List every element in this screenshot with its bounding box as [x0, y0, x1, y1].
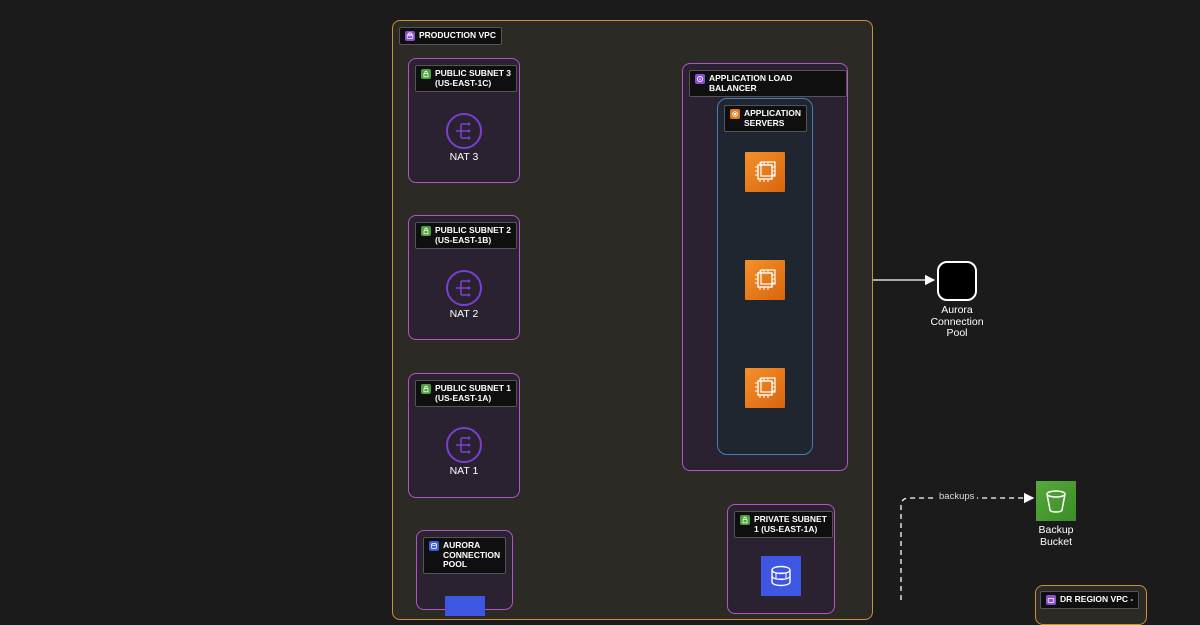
aurora-pool-db-icon[interactable] [445, 596, 485, 616]
nat-3-label: NAT 3 [449, 151, 479, 163]
vpc-icon [1046, 595, 1056, 605]
dr-region-vpc-label: DR REGION VPC - [1060, 594, 1134, 604]
public-subnet-1-tag: PUBLIC SUBNET 1 (US-EAST-1A) [415, 380, 518, 407]
aurora-pool-tag: AURORA CONNECTION POOL [423, 537, 507, 574]
public-subnet-2-group[interactable]: PUBLIC SUBNET 2 (US-EAST-1B) [408, 215, 520, 340]
lock-icon [421, 69, 431, 79]
vpc-icon [405, 31, 415, 41]
lock-icon [421, 384, 431, 394]
s3-bucket-icon[interactable] [1036, 481, 1076, 521]
nat-gateway-icon[interactable] [445, 112, 483, 150]
nat-2-label: NAT 2 [449, 308, 479, 320]
ec2-instance-icon[interactable] [745, 260, 785, 300]
dr-region-vpc-group[interactable]: DR REGION VPC - [1035, 585, 1147, 625]
private-subnet-1-tag: PRIVATE SUBNET 1 (US-EAST-1A) [734, 511, 833, 538]
public-subnet-3-group[interactable]: PUBLIC SUBNET 3 (US-EAST-1C) [408, 58, 520, 183]
edge-backups [900, 492, 1035, 600]
lock-icon [421, 226, 431, 236]
load-balancer-icon [695, 74, 705, 84]
lock-icon [740, 515, 750, 525]
alb-label: APPLICATION LOAD BALANCER [709, 73, 793, 93]
database-icon[interactable] [761, 556, 801, 596]
backups-edge-label: backups [936, 491, 978, 502]
public-subnet-1-label: PUBLIC SUBNET 1 (US-EAST-1A) [435, 383, 512, 403]
alb-tag: APPLICATION LOAD BALANCER [689, 70, 847, 97]
backup-bucket-label: Backup Bucket [1038, 524, 1074, 548]
aurora-connection-pool-label: Aurora Connection Pool [930, 304, 984, 339]
production-vpc-label: PRODUCTION VPC [419, 30, 496, 40]
application-servers-label: APPLICATION SERVERS [744, 108, 801, 128]
nat-gateway-icon[interactable] [445, 426, 483, 464]
ec2-instance-icon[interactable] [745, 152, 785, 192]
auto-scaling-icon [730, 109, 740, 119]
application-servers-tag: APPLICATION SERVERS [724, 105, 807, 132]
dr-region-vpc-tag: DR REGION VPC - [1040, 591, 1140, 609]
aurora-pool-tag-label: AURORA CONNECTION POOL [443, 540, 501, 569]
nat-gateway-icon[interactable] [445, 269, 483, 307]
public-subnet-1-group[interactable]: PUBLIC SUBNET 1 (US-EAST-1A) [408, 373, 520, 498]
public-subnet-3-label: PUBLIC SUBNET 3 (US-EAST-1C) [435, 68, 512, 88]
private-subnet-1-label: PRIVATE SUBNET 1 (US-EAST-1A) [754, 514, 827, 534]
ec2-instance-icon[interactable] [745, 368, 785, 408]
aurora-connection-pool-group[interactable]: AURORA CONNECTION POOL [416, 530, 513, 616]
public-subnet-3-tag: PUBLIC SUBNET 3 (US-EAST-1C) [415, 65, 518, 92]
database-icon [429, 541, 439, 551]
aurora-connection-pool-node[interactable] [937, 261, 977, 301]
nat-1-label: NAT 1 [449, 465, 479, 477]
public-subnet-2-label: PUBLIC SUBNET 2 (US-EAST-1B) [435, 225, 512, 245]
public-subnet-2-tag: PUBLIC SUBNET 2 (US-EAST-1B) [415, 222, 518, 249]
production-vpc-tag: PRODUCTION VPC [399, 27, 502, 45]
